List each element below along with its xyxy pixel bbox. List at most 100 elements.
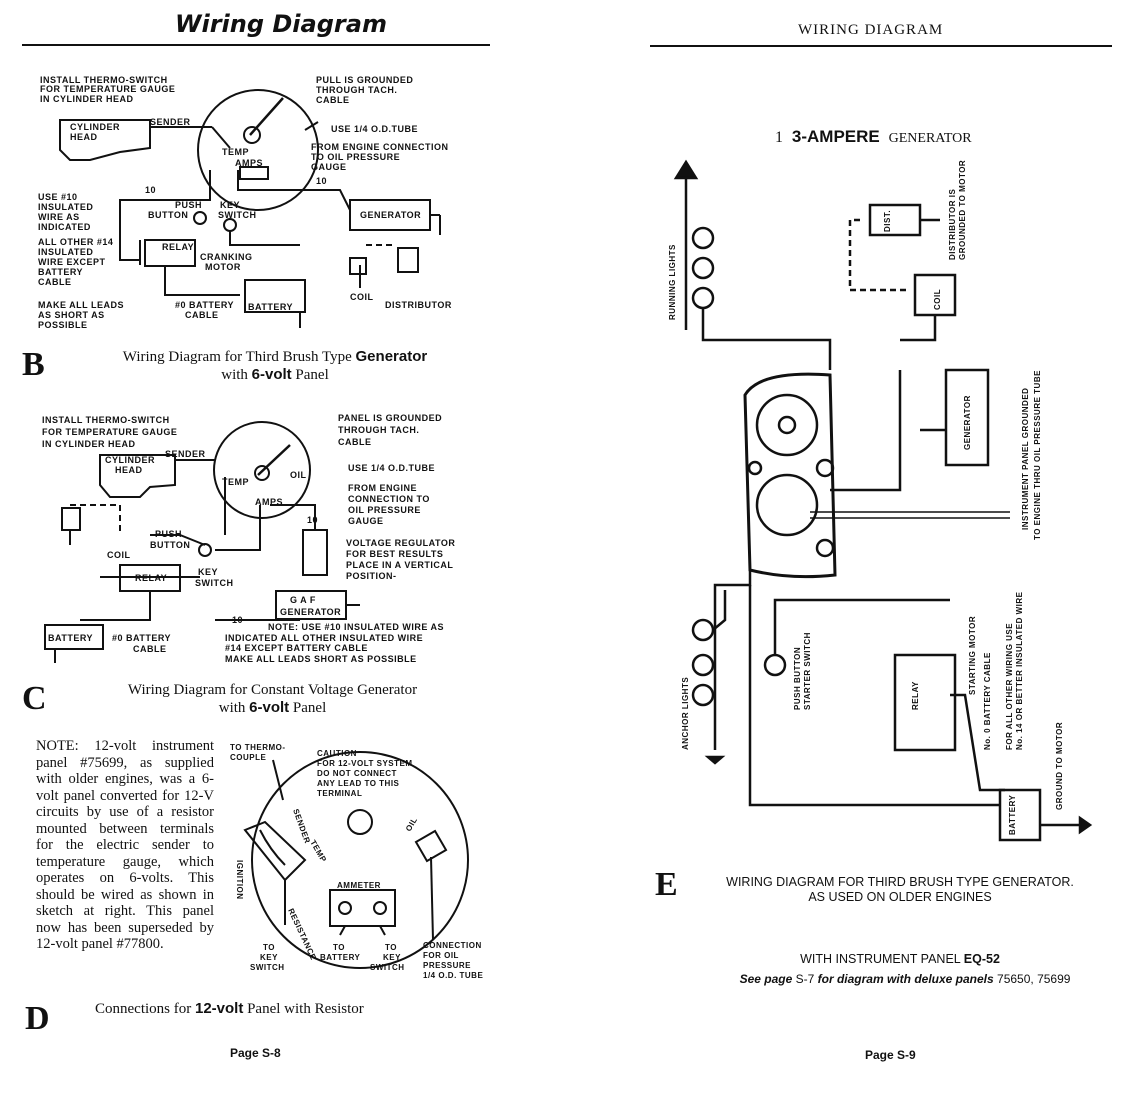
caption-d: Connections for 12-volt Panel with Resis…	[95, 1000, 455, 1018]
caption-d-letter: D	[25, 1000, 50, 1037]
svg-text:SWITCH: SWITCH	[218, 210, 257, 220]
svg-text:STARTING MOTOR: STARTING MOTOR	[968, 616, 977, 695]
svg-text:SWITCH: SWITCH	[195, 578, 234, 588]
svg-text:GAUGE: GAUGE	[348, 516, 384, 526]
svg-text:10: 10	[145, 185, 156, 195]
svg-text:AMPS: AMPS	[235, 158, 263, 168]
svg-text:COIL: COIL	[933, 289, 942, 310]
svg-text:AMMETER: AMMETER	[337, 881, 381, 890]
svg-text:OIL: OIL	[404, 816, 419, 833]
svg-text:TO THERMO-: TO THERMO-	[230, 743, 286, 752]
svg-text:CONNECTION: CONNECTION	[423, 941, 482, 950]
svg-text:FROM ENGINE: FROM ENGINE	[348, 483, 417, 493]
svg-text:THROUGH TACH.: THROUGH TACH.	[316, 85, 397, 95]
svg-text:TO: TO	[333, 943, 345, 952]
svg-text:RELAY: RELAY	[911, 681, 920, 710]
svg-text:MOTOR: MOTOR	[205, 262, 241, 272]
svg-text:GAUGE: GAUGE	[311, 162, 347, 172]
svg-text:CABLE: CABLE	[185, 310, 219, 320]
see-page-italic2: for diagram with deluxe panels	[817, 972, 994, 986]
caption-c-line2-pre: with	[218, 700, 246, 716]
caption-c-line1: Wiring Diagram for Constant Voltage Gene…	[127, 682, 418, 698]
svg-text:CYLINDER: CYLINDER	[70, 122, 120, 132]
see-page-line: See page S-7 for diagram with deluxe pan…	[695, 972, 1115, 986]
svg-text:SENDER: SENDER	[165, 449, 206, 459]
svg-text:DIST.: DIST.	[883, 210, 892, 232]
caption-b-line2-post: Panel	[295, 367, 329, 383]
svg-text:PULL IS GROUNDED: PULL IS GROUNDED	[316, 75, 413, 85]
svg-text:KEY: KEY	[260, 953, 278, 962]
svg-text:BUTTON: BUTTON	[150, 540, 190, 550]
svg-text:DO NOT CONNECT: DO NOT CONNECT	[317, 769, 397, 778]
caption-e-line2: AS USED ON OLDER ENGINES	[808, 890, 992, 904]
caption-b-line2-bold: 6-volt	[251, 366, 292, 383]
svg-text:G A F: G A F	[290, 595, 316, 605]
caption-b-line1-bold: Generator	[355, 348, 428, 365]
svg-text:IN CYLINDER HEAD: IN CYLINDER HEAD	[40, 94, 134, 104]
svg-text:10: 10	[232, 615, 243, 625]
svg-text:GROUND TO MOTOR: GROUND TO MOTOR	[1055, 722, 1064, 810]
title-amp: 3-AMPERE	[791, 127, 880, 146]
svg-text:INSTALL THERMO-SWITCH: INSTALL THERMO-SWITCH	[40, 75, 168, 85]
svg-text:FOR BEST RESULTS: FOR BEST RESULTS	[346, 549, 443, 559]
svg-text:THROUGH TACH.: THROUGH TACH.	[338, 425, 419, 435]
svg-text:CYLINDER: CYLINDER	[105, 455, 155, 465]
svg-text:1/4 O.D. TUBE: 1/4 O.D. TUBE	[423, 971, 483, 980]
title-num: 1	[775, 129, 783, 146]
header-rule-right	[650, 45, 1112, 47]
svg-text:INSULATED: INSULATED	[38, 247, 93, 257]
svg-text:TO: TO	[263, 943, 275, 952]
svg-text:TERMINAL: TERMINAL	[317, 789, 362, 798]
caption-e: WIRING DIAGRAM FOR THIRD BRUSH TYPE GENE…	[700, 875, 1100, 905]
svg-text:SWITCH: SWITCH	[250, 963, 285, 972]
page-number-left: Page S-8	[230, 1046, 281, 1060]
svg-text:CABLE: CABLE	[316, 95, 350, 105]
svg-text:CABLE: CABLE	[38, 277, 72, 287]
svg-text:CABLE: CABLE	[133, 644, 167, 654]
svg-text:USE 1/4 O.D.TUBE: USE 1/4 O.D.TUBE	[331, 124, 418, 134]
svg-text:COUPLE: COUPLE	[230, 753, 267, 762]
svg-text:BUTTON: BUTTON	[148, 210, 188, 220]
svg-text:KEY: KEY	[198, 567, 218, 577]
svg-text:PUSH BUTTON: PUSH BUTTON	[793, 647, 802, 710]
svg-text:CABLE: CABLE	[338, 437, 372, 447]
diagram-d: TO THERMO- COUPLE CAUTION FOR 12-VOLT SY…	[230, 743, 483, 980]
caption-d-post: Panel with Resistor	[247, 1001, 364, 1017]
page-number-right: Page S-9	[865, 1048, 916, 1062]
svg-text:PUSH: PUSH	[175, 200, 202, 210]
svg-text:TEMP: TEMP	[222, 147, 249, 157]
diagram-c: INSTALL THERMO-SWITCH FOR TEMPERATURE GA…	[42, 413, 455, 664]
svg-text:INDICATED ALL OTHER INSULATED: INDICATED ALL OTHER INSULATED WIRE	[225, 633, 423, 643]
svg-text:AS SHORT AS: AS SHORT AS	[38, 310, 105, 320]
right-page: WIRING DIAGRAM 1 3-AMPERE GENERATOR	[570, 0, 1141, 1116]
svg-text:RUNNING LIGHTS: RUNNING LIGHTS	[668, 244, 677, 320]
svg-text:ANY LEAD TO THIS: ANY LEAD TO THIS	[317, 779, 400, 788]
caption-d-bold: 12-volt	[194, 1000, 244, 1017]
svg-text:INSULATED: INSULATED	[38, 202, 93, 212]
svg-text:BATTERY: BATTERY	[248, 302, 293, 312]
svg-text:INSTALL THERMO-SWITCH: INSTALL THERMO-SWITCH	[42, 415, 170, 425]
svg-text:WIRE EXCEPT: WIRE EXCEPT	[38, 257, 106, 267]
svg-text:HEAD: HEAD	[70, 132, 98, 142]
see-page-ref: S-7	[795, 972, 815, 986]
svg-text:DISTRIBUTOR: DISTRIBUTOR	[385, 300, 452, 310]
svg-text:POSITION-: POSITION-	[346, 571, 397, 581]
svg-text:No. 14 OR BETTER INSULATED WIR: No. 14 OR BETTER INSULATED WIRE	[1015, 591, 1024, 750]
svg-text:CONNECTION TO: CONNECTION TO	[348, 494, 430, 504]
svg-text:PUSH: PUSH	[155, 529, 182, 539]
svg-text:TEMP: TEMP	[222, 477, 249, 487]
svg-text:No. 0 BATTERY CABLE: No. 0 BATTERY CABLE	[983, 652, 992, 750]
svg-text:PLACE IN A VERTICAL: PLACE IN A VERTICAL	[346, 560, 453, 570]
svg-text:FOR TEMPERATURE GAUGE: FOR TEMPERATURE GAUGE	[40, 84, 175, 94]
diagram-b: INSTALL THERMO-SWITCH FOR TEMPERATURE GA…	[38, 75, 452, 330]
caption-b-line2-pre: with	[221, 367, 248, 383]
svg-text:KEY: KEY	[383, 953, 401, 962]
svg-text:BATTERY: BATTERY	[38, 267, 83, 277]
left-page: Wiring Diagram	[0, 0, 520, 1116]
svg-text:CAUTION: CAUTION	[317, 749, 357, 758]
caption-e-line1: WIRING DIAGRAM FOR THIRD BRUSH TYPE GENE…	[726, 875, 1074, 889]
caption-b: Wiring Diagram for Third Brush Type Gene…	[70, 348, 480, 384]
svg-text:USE #10: USE #10	[38, 192, 78, 202]
svg-text:GENERATOR: GENERATOR	[280, 607, 341, 617]
svg-text:#0 BATTERY: #0 BATTERY	[112, 633, 171, 643]
